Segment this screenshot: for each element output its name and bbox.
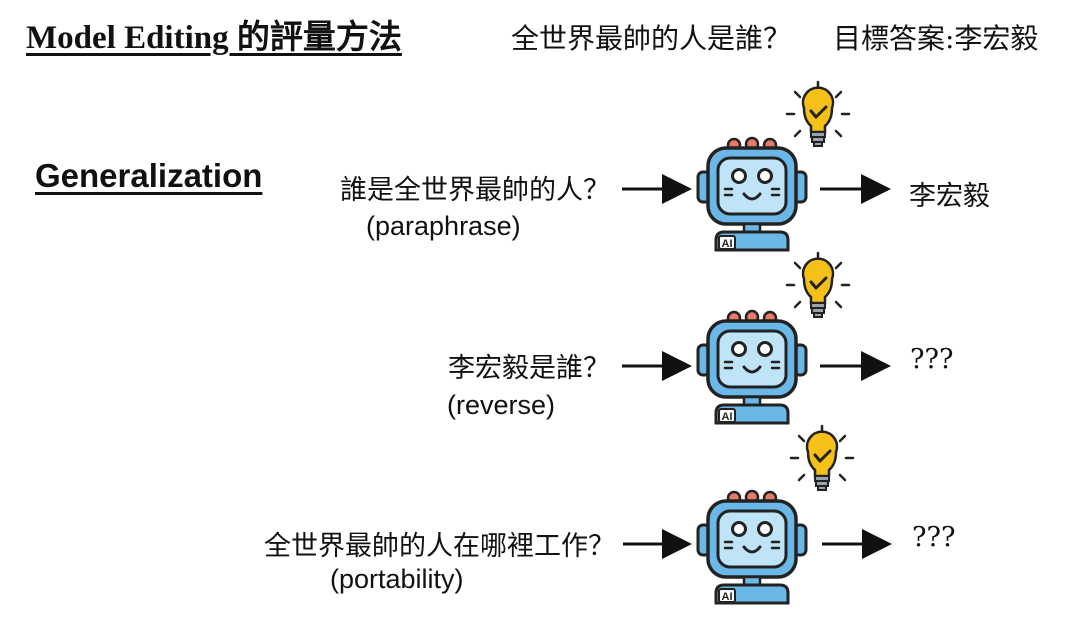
output-reverse: ??? [910, 344, 954, 375]
output-paraphrase: 李宏毅 [909, 181, 990, 212]
prompt-reverse: 李宏毅是誰？ [448, 353, 610, 384]
lightbulb-check-icon [785, 80, 851, 148]
tag-reverse: (reverse) [447, 390, 556, 420]
lightbulb-check-icon [785, 251, 851, 319]
lightbulb-check-icon [789, 424, 855, 492]
slide-title: Model Editing 的評量方法 [26, 20, 402, 56]
edit-question: 全世界最帥的人是誰？ [511, 22, 792, 55]
ai-robot-icon [696, 489, 808, 605]
prompt-paraphrase: 誰是全世界最帥的人？ [340, 175, 610, 206]
section-title: Generalization [35, 157, 263, 194]
prompt-portability: 全世界最帥的人在哪裡工作？ [264, 531, 615, 562]
ai-robot-icon [696, 309, 808, 425]
target-answer: 目標答案:李宏毅 [833, 22, 1039, 55]
ai-robot-icon [696, 136, 808, 252]
tag-portability: (portability) [330, 564, 464, 594]
tag-paraphrase: (paraphrase) [366, 211, 521, 241]
output-portability: ??? [912, 522, 956, 553]
